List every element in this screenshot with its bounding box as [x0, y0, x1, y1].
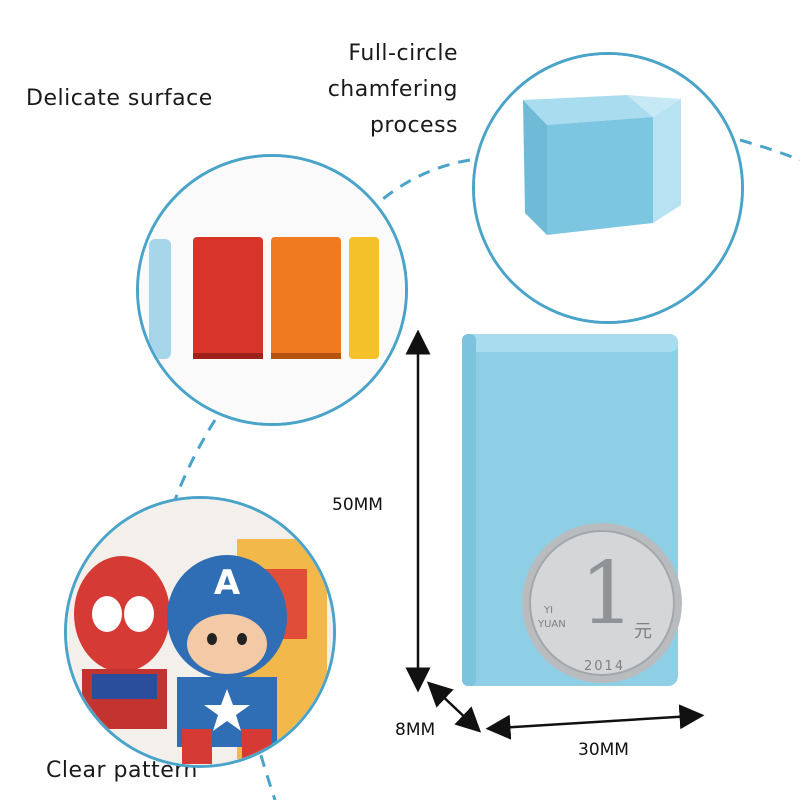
coin: 1 元 YI YUAN 2014 [520, 521, 684, 685]
colored-blocks-image [139, 157, 405, 423]
character-pattern-image: A [67, 499, 333, 765]
coin-year: 2014 [584, 659, 626, 674]
cube-closeup-circle [472, 52, 744, 324]
svg-text:A: A [214, 563, 241, 603]
coin-yi: YI [544, 605, 554, 616]
thickness-arrow [426, 681, 482, 733]
height-dimension-label: 50MM [332, 495, 383, 515]
coin-numeral: 1 [580, 544, 635, 644]
thickness-dimension-label: 8MM [395, 720, 436, 740]
chamfering-line-3: process [369, 113, 458, 138]
chamfering-label: Full-circle chamfering process [300, 36, 458, 144]
coin-yuan: YUAN [538, 619, 566, 630]
colored-blocks-circle [136, 154, 408, 426]
delicate-surface-label: Delicate surface [26, 86, 213, 111]
character-pattern-circle: A [64, 496, 336, 768]
width-dimension-label: 30MM [578, 740, 629, 760]
blue-cube-image [475, 55, 741, 321]
coin-graphic [522, 523, 682, 683]
width-arrow [485, 704, 705, 740]
coin-unit: 元 [634, 621, 652, 642]
chamfering-line-2: chamfering [327, 77, 458, 102]
chamfering-line-1: Full-circle [348, 41, 458, 66]
